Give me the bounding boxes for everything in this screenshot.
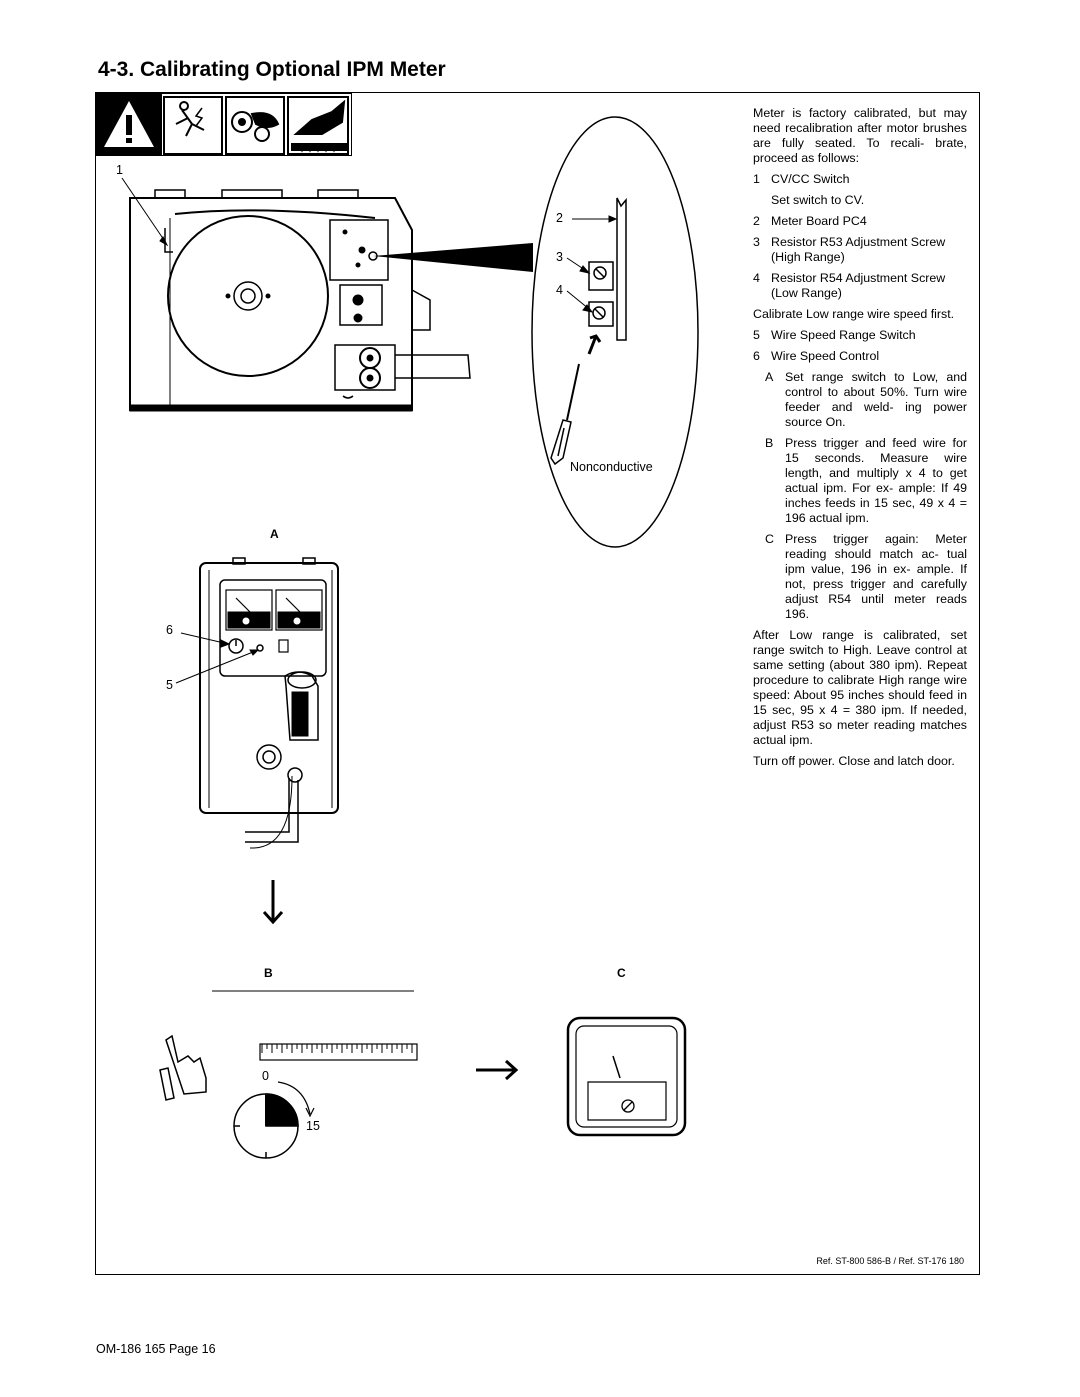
section-b-label: B xyxy=(264,966,273,980)
callout-1: 1 xyxy=(116,163,123,177)
nonconductive-label: Nonconductive xyxy=(570,460,653,474)
callout-6: 6 xyxy=(166,623,173,637)
page-footer: OM-186 165 Page 16 xyxy=(96,1342,216,1356)
stopwatch-icon xyxy=(233,1081,315,1159)
callout-4: 4 xyxy=(556,283,563,297)
hot-parts-icon xyxy=(287,96,349,155)
callout-2: 2 xyxy=(556,211,563,225)
calibrate-low-text: Calibrate Low range wire speed first. xyxy=(753,307,955,321)
trigger-finger-icon xyxy=(159,1034,207,1101)
timer-start-label: 0 xyxy=(262,1069,269,1083)
zoom-beam xyxy=(373,243,533,272)
callout-3: 3 xyxy=(556,250,563,264)
content-frame xyxy=(95,92,980,1275)
meter-board-pc4 xyxy=(588,197,627,341)
wire-spool xyxy=(167,215,329,377)
reference-number: Ref. ST-800 586-B / Ref. ST-176 180 xyxy=(816,1256,964,1266)
ipm-meter-icon xyxy=(566,1016,687,1137)
zoom-oval xyxy=(531,116,699,548)
page-title: 4-3. Calibrating Optional IPM Meter xyxy=(98,58,446,81)
down-arrow-icon xyxy=(262,880,284,925)
section-c-label: C xyxy=(617,966,626,980)
screwdriver-icon xyxy=(550,363,580,466)
list-item: Set switch to CV. xyxy=(771,193,865,207)
after-low-text: After Low range is calibrated, set range… xyxy=(753,628,967,747)
ruler-icon xyxy=(259,1043,418,1061)
r54-screw-icon xyxy=(592,306,606,320)
turn-off-text: Turn off power. Close and latch door. xyxy=(753,754,955,768)
wire-feeder-front-panel xyxy=(199,557,339,849)
timer-end-label: 15 xyxy=(306,1119,320,1133)
adjust-arrow-icon xyxy=(587,334,602,355)
right-arrow-icon xyxy=(476,1059,519,1081)
warning-triangle-icon xyxy=(104,101,154,147)
moving-parts-icon xyxy=(225,96,285,155)
instructions-column: Meter is factory calibrated, but may nee… xyxy=(753,106,967,775)
callout-5: 5 xyxy=(166,678,173,692)
warning-panel xyxy=(96,93,162,156)
intro-text: Meter is factory calibrated, but may nee… xyxy=(753,106,967,165)
wire-feeder-side-view xyxy=(129,189,471,412)
electric-shock-icon xyxy=(163,96,223,155)
hazard-icons xyxy=(162,93,352,156)
section-a-label: A xyxy=(270,527,279,541)
r53-screw-icon xyxy=(593,266,607,280)
